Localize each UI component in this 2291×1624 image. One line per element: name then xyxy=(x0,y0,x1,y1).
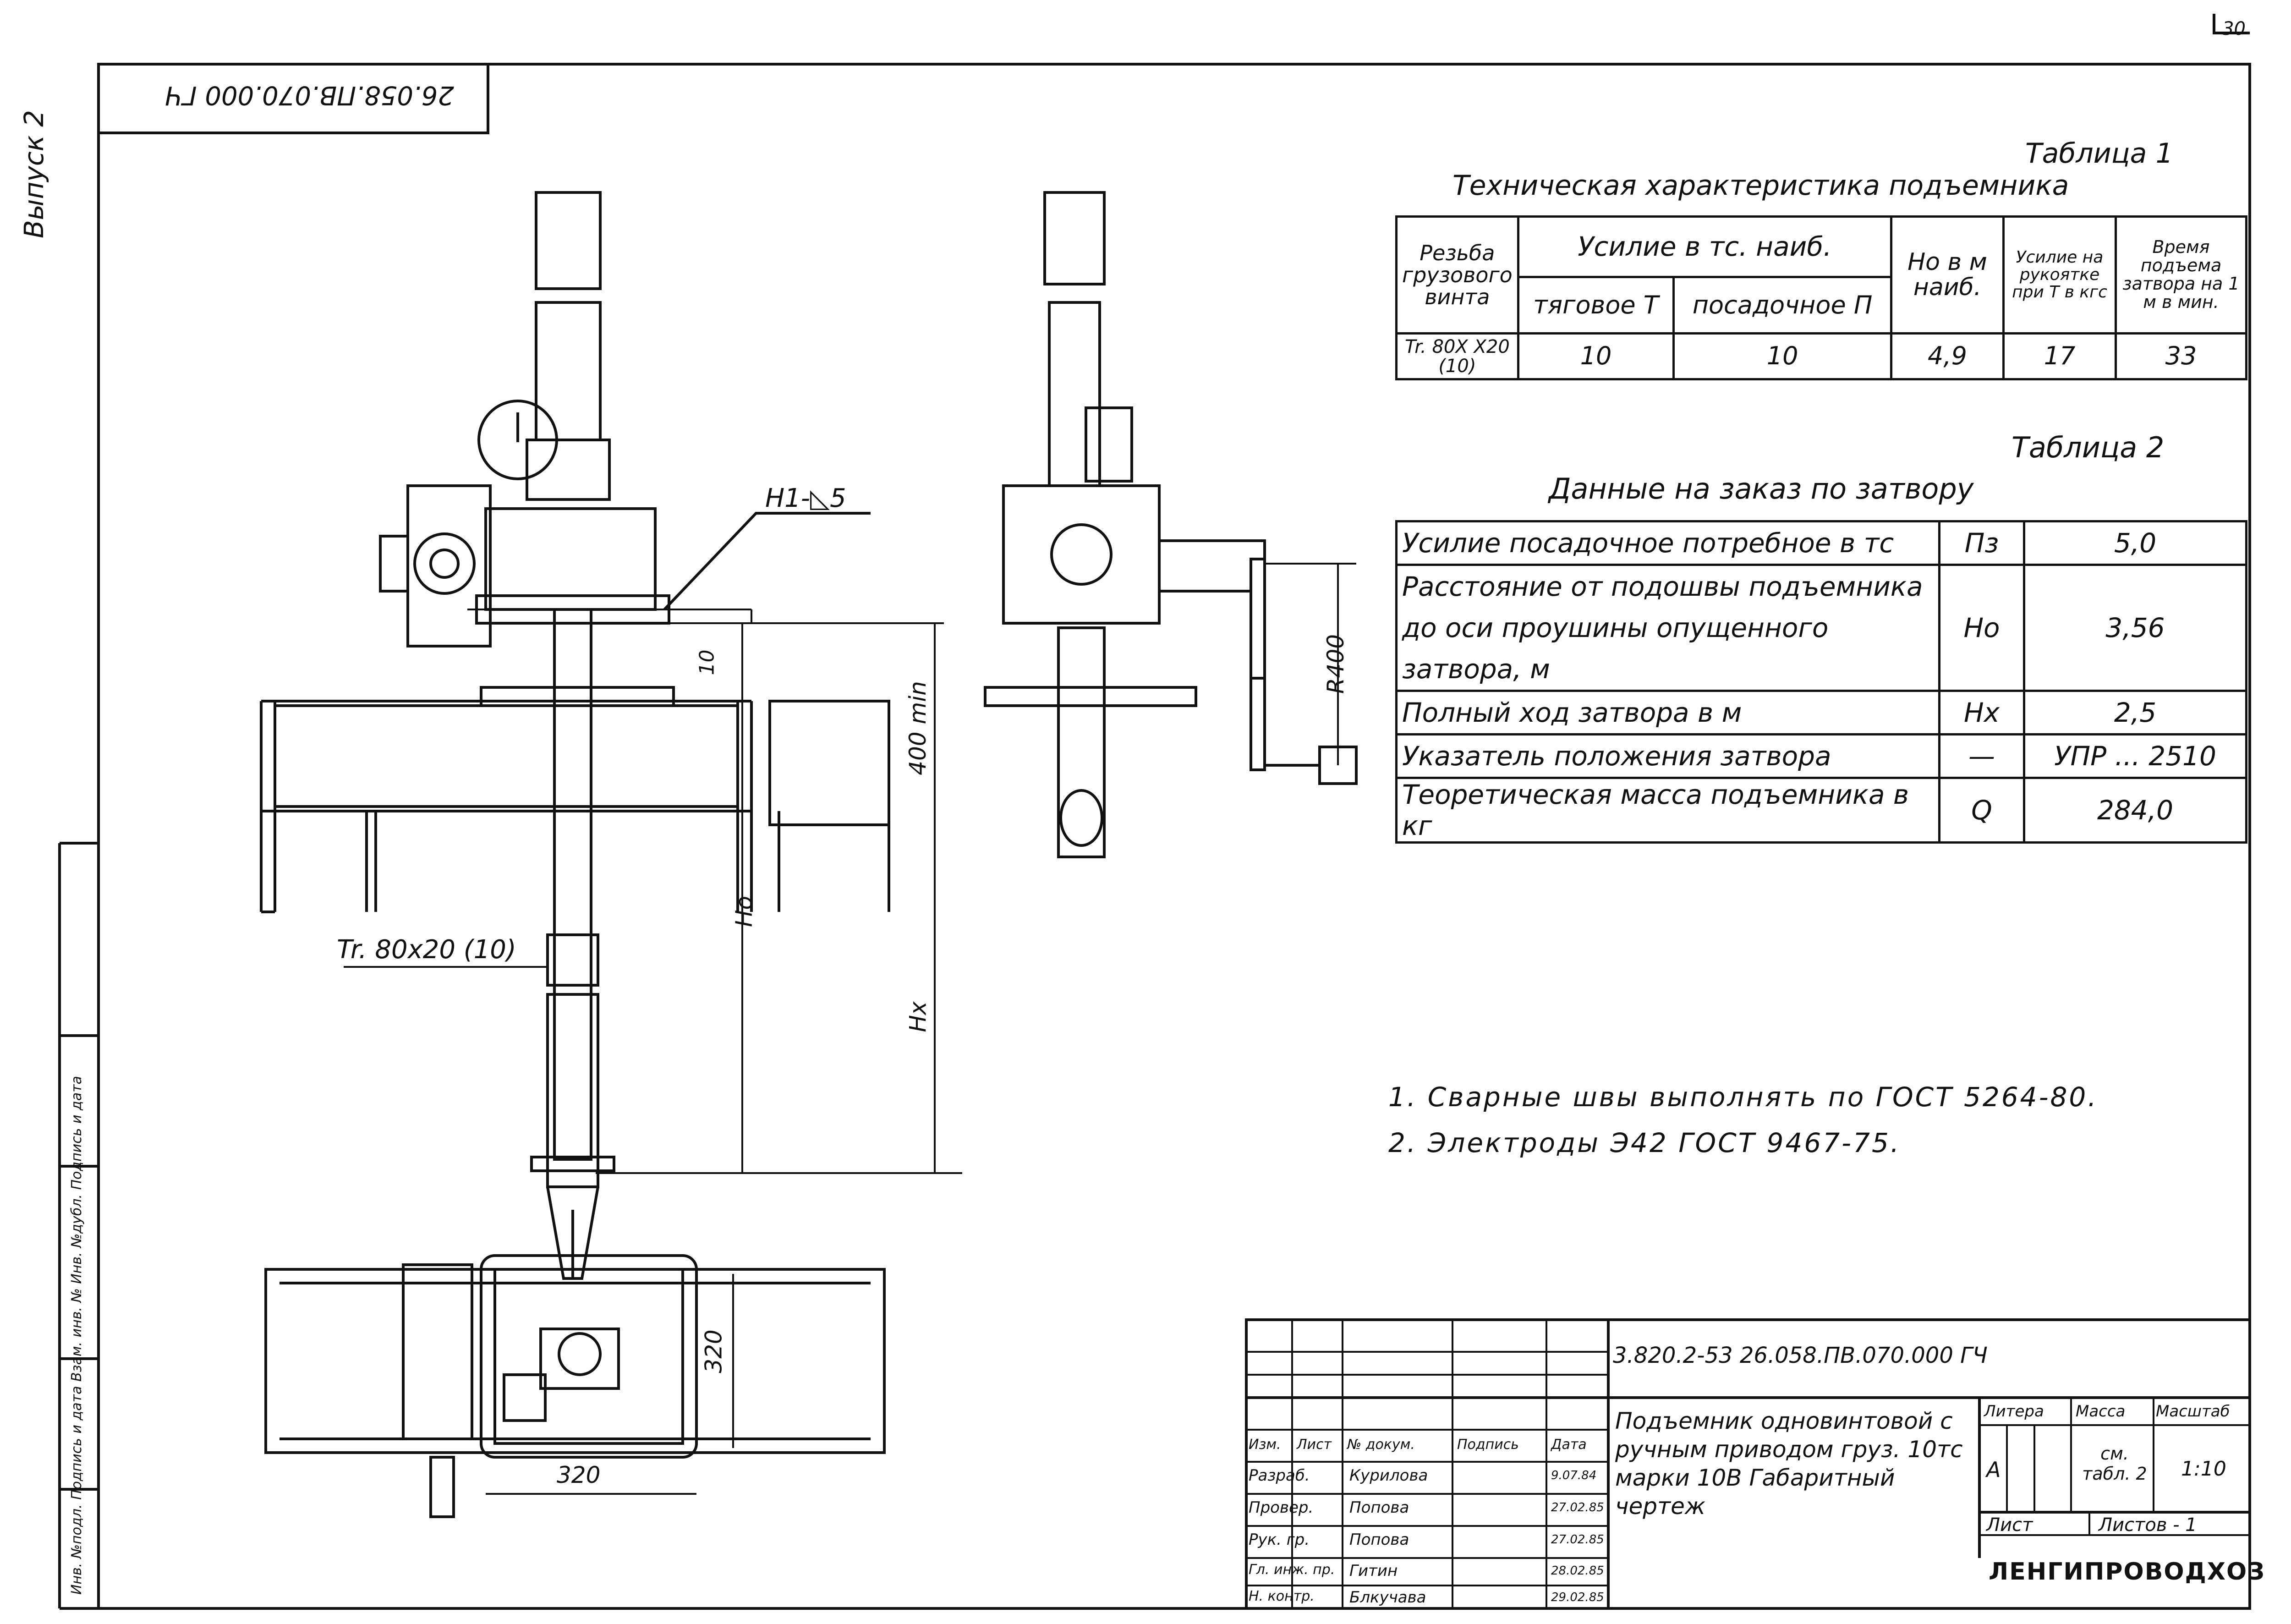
th-time: Время подъема затвора на 1 м в мин. xyxy=(2115,215,2247,335)
dim-320-vertical: 320 xyxy=(700,1329,727,1373)
side-column-labels: Инв. №подл. Подпись и дата Взам. инв. № … xyxy=(69,1076,85,1595)
stamp-person-name: Гитин xyxy=(1349,1562,1398,1580)
stamp-organization: ЛЕНГИПРОВОДХОЗ xyxy=(1989,1558,2266,1586)
order-row-label: Указатель положения затвора xyxy=(1395,733,1940,779)
note-1: 1. Сварные швы выполнять по ГОСТ 5264-80… xyxy=(1388,1081,2098,1113)
top-view xyxy=(264,1254,886,1518)
dim-hx: Нх xyxy=(904,1001,932,1032)
th-pull: тяговое Т xyxy=(1517,275,1675,335)
stamp-col-doc: № докум. xyxy=(1347,1437,1415,1453)
order-row-symbol: — xyxy=(1938,733,2025,779)
stamp-date: 27.02.85 xyxy=(1551,1501,1604,1514)
order-row-label: Усилие посадочное потребное в тс xyxy=(1395,520,1940,566)
td-handle: 17 xyxy=(2002,332,2117,380)
stamp-col-izm: Изм. xyxy=(1249,1437,1281,1453)
stamp-date: 27.02.85 xyxy=(1551,1533,1604,1547)
table1-caption: Таблица 1 xyxy=(2025,137,2173,170)
td-ho: 4,9 xyxy=(1890,332,2005,380)
dim-10: 10 xyxy=(695,649,719,675)
order-row-value: 3,56 xyxy=(2023,564,2247,692)
stamp-col-date: Дата xyxy=(1551,1437,1587,1453)
dim-ho: Но xyxy=(731,895,758,927)
th-force: Усилие в тс. наиб. xyxy=(1517,215,1893,278)
table2-caption: Таблица 2 xyxy=(2011,431,2165,464)
stamp-date: 28.02.85 xyxy=(1551,1564,1604,1578)
order-row-symbol: Нх xyxy=(1938,690,2025,735)
stamp-person-name: Попова xyxy=(1349,1498,1409,1517)
code-box xyxy=(97,63,489,134)
stamp-role: Гл. инж. пр. xyxy=(1249,1562,1335,1578)
order-row-label: Расстояние от подошвы подъемника до оси … xyxy=(1395,564,1940,692)
stamp-role: Разраб. xyxy=(1249,1466,1310,1485)
stamp-date: 29.02.85 xyxy=(1551,1591,1604,1604)
dim-320-horizontal: 320 xyxy=(557,1462,601,1488)
stamp-scale: 1:10 xyxy=(2181,1457,2226,1481)
stamp-person-name: Блкучава xyxy=(1349,1588,1426,1607)
table1-title: Техническая характеристика подъемника xyxy=(1452,170,2069,202)
side-view xyxy=(984,191,1358,858)
th-handle: Усилие на рукоятке при Т в кгс xyxy=(2002,215,2117,335)
order-row-label: Теоретическая масса подъемника в кг xyxy=(1395,777,1940,844)
stamp-sheets-header: Листов - 1 xyxy=(2099,1514,2197,1536)
stamp-mass-header: Масса xyxy=(2076,1402,2126,1421)
stamp-role: Рук. гр. xyxy=(1249,1531,1310,1549)
order-row-value: 2,5 xyxy=(2023,690,2247,735)
stamp-sheet-header: Лист xyxy=(1986,1514,2033,1536)
page-number-box xyxy=(2213,14,2250,34)
radius-label: R400 xyxy=(1322,634,1349,694)
stamp-role: Провер. xyxy=(1249,1498,1314,1517)
stamp-person-name: Курилова xyxy=(1349,1466,1428,1485)
stamp-scale-header: Масштаб xyxy=(2156,1402,2230,1421)
dim-400min: 400 min xyxy=(904,681,931,775)
stamp-litera-header: Литера xyxy=(1984,1402,2044,1421)
order-row-value: 5,0 xyxy=(2023,520,2247,566)
stamp-doc-code: 3.820.2-53 26.058.ПВ.070.000 ГЧ xyxy=(1613,1343,1988,1368)
stamp-role: Н. контр. xyxy=(1249,1588,1315,1604)
td-pull: 10 xyxy=(1517,332,1675,380)
issue-label: Выпуск 2 xyxy=(18,110,49,238)
order-row-symbol: Пз xyxy=(1938,520,2025,566)
order-row-value: УПР ... 2510 xyxy=(2023,733,2247,779)
stamp-drawing-name: Подъемник одновинтовой с ручным приводом… xyxy=(1615,1408,1963,1520)
thread-label: Tr. 80x20 (10) xyxy=(337,935,516,965)
stamp-mass: см. табл. 2 xyxy=(2082,1443,2147,1484)
table-technical-characteristics: Резьба грузового винта Усилие в тс. наиб… xyxy=(1395,215,2247,380)
stamp-date: 9.07.84 xyxy=(1551,1469,1597,1482)
stamp-col-list: Лист xyxy=(1297,1437,1332,1453)
order-row-symbol: Но xyxy=(1938,564,2025,692)
page-number: 30 xyxy=(2222,18,2246,39)
td-time: 33 xyxy=(2115,332,2247,380)
stamp-litera: А xyxy=(1986,1457,2001,1482)
sheet-frame xyxy=(97,63,2251,1610)
td-seat: 10 xyxy=(1672,332,1892,380)
note-2: 2. Электроды Э42 ГОСТ 9467-75. xyxy=(1388,1127,1901,1158)
th-seat: посадочное П xyxy=(1672,275,1892,335)
order-row-label: Полный ход затвора в м xyxy=(1395,690,1940,735)
td-thread: Tr. 80X X20 (10) xyxy=(1395,332,1519,380)
order-row-value: 284,0 xyxy=(2023,777,2247,844)
stamp-col-sign: Подпись xyxy=(1457,1437,1519,1453)
table-order-data: Усилие посадочное потребное в тс Пз 5,0 … xyxy=(1395,520,2247,844)
th-ho: Но в м наиб. xyxy=(1890,215,2005,335)
stamp-frame xyxy=(1245,1318,2251,1610)
front-view xyxy=(260,191,962,1280)
table2-title: Данные на заказ по затвору xyxy=(1549,472,1974,505)
order-row-symbol: Q xyxy=(1938,777,2025,844)
weld-symbol-label: Н1-◺5 xyxy=(765,483,846,513)
th-thread: Резьба грузового винта xyxy=(1395,215,1519,335)
stamp-person-name: Попова xyxy=(1349,1531,1409,1549)
rotated-doc-code: 26.058.ПВ.070.000 ГЧ xyxy=(165,80,455,110)
